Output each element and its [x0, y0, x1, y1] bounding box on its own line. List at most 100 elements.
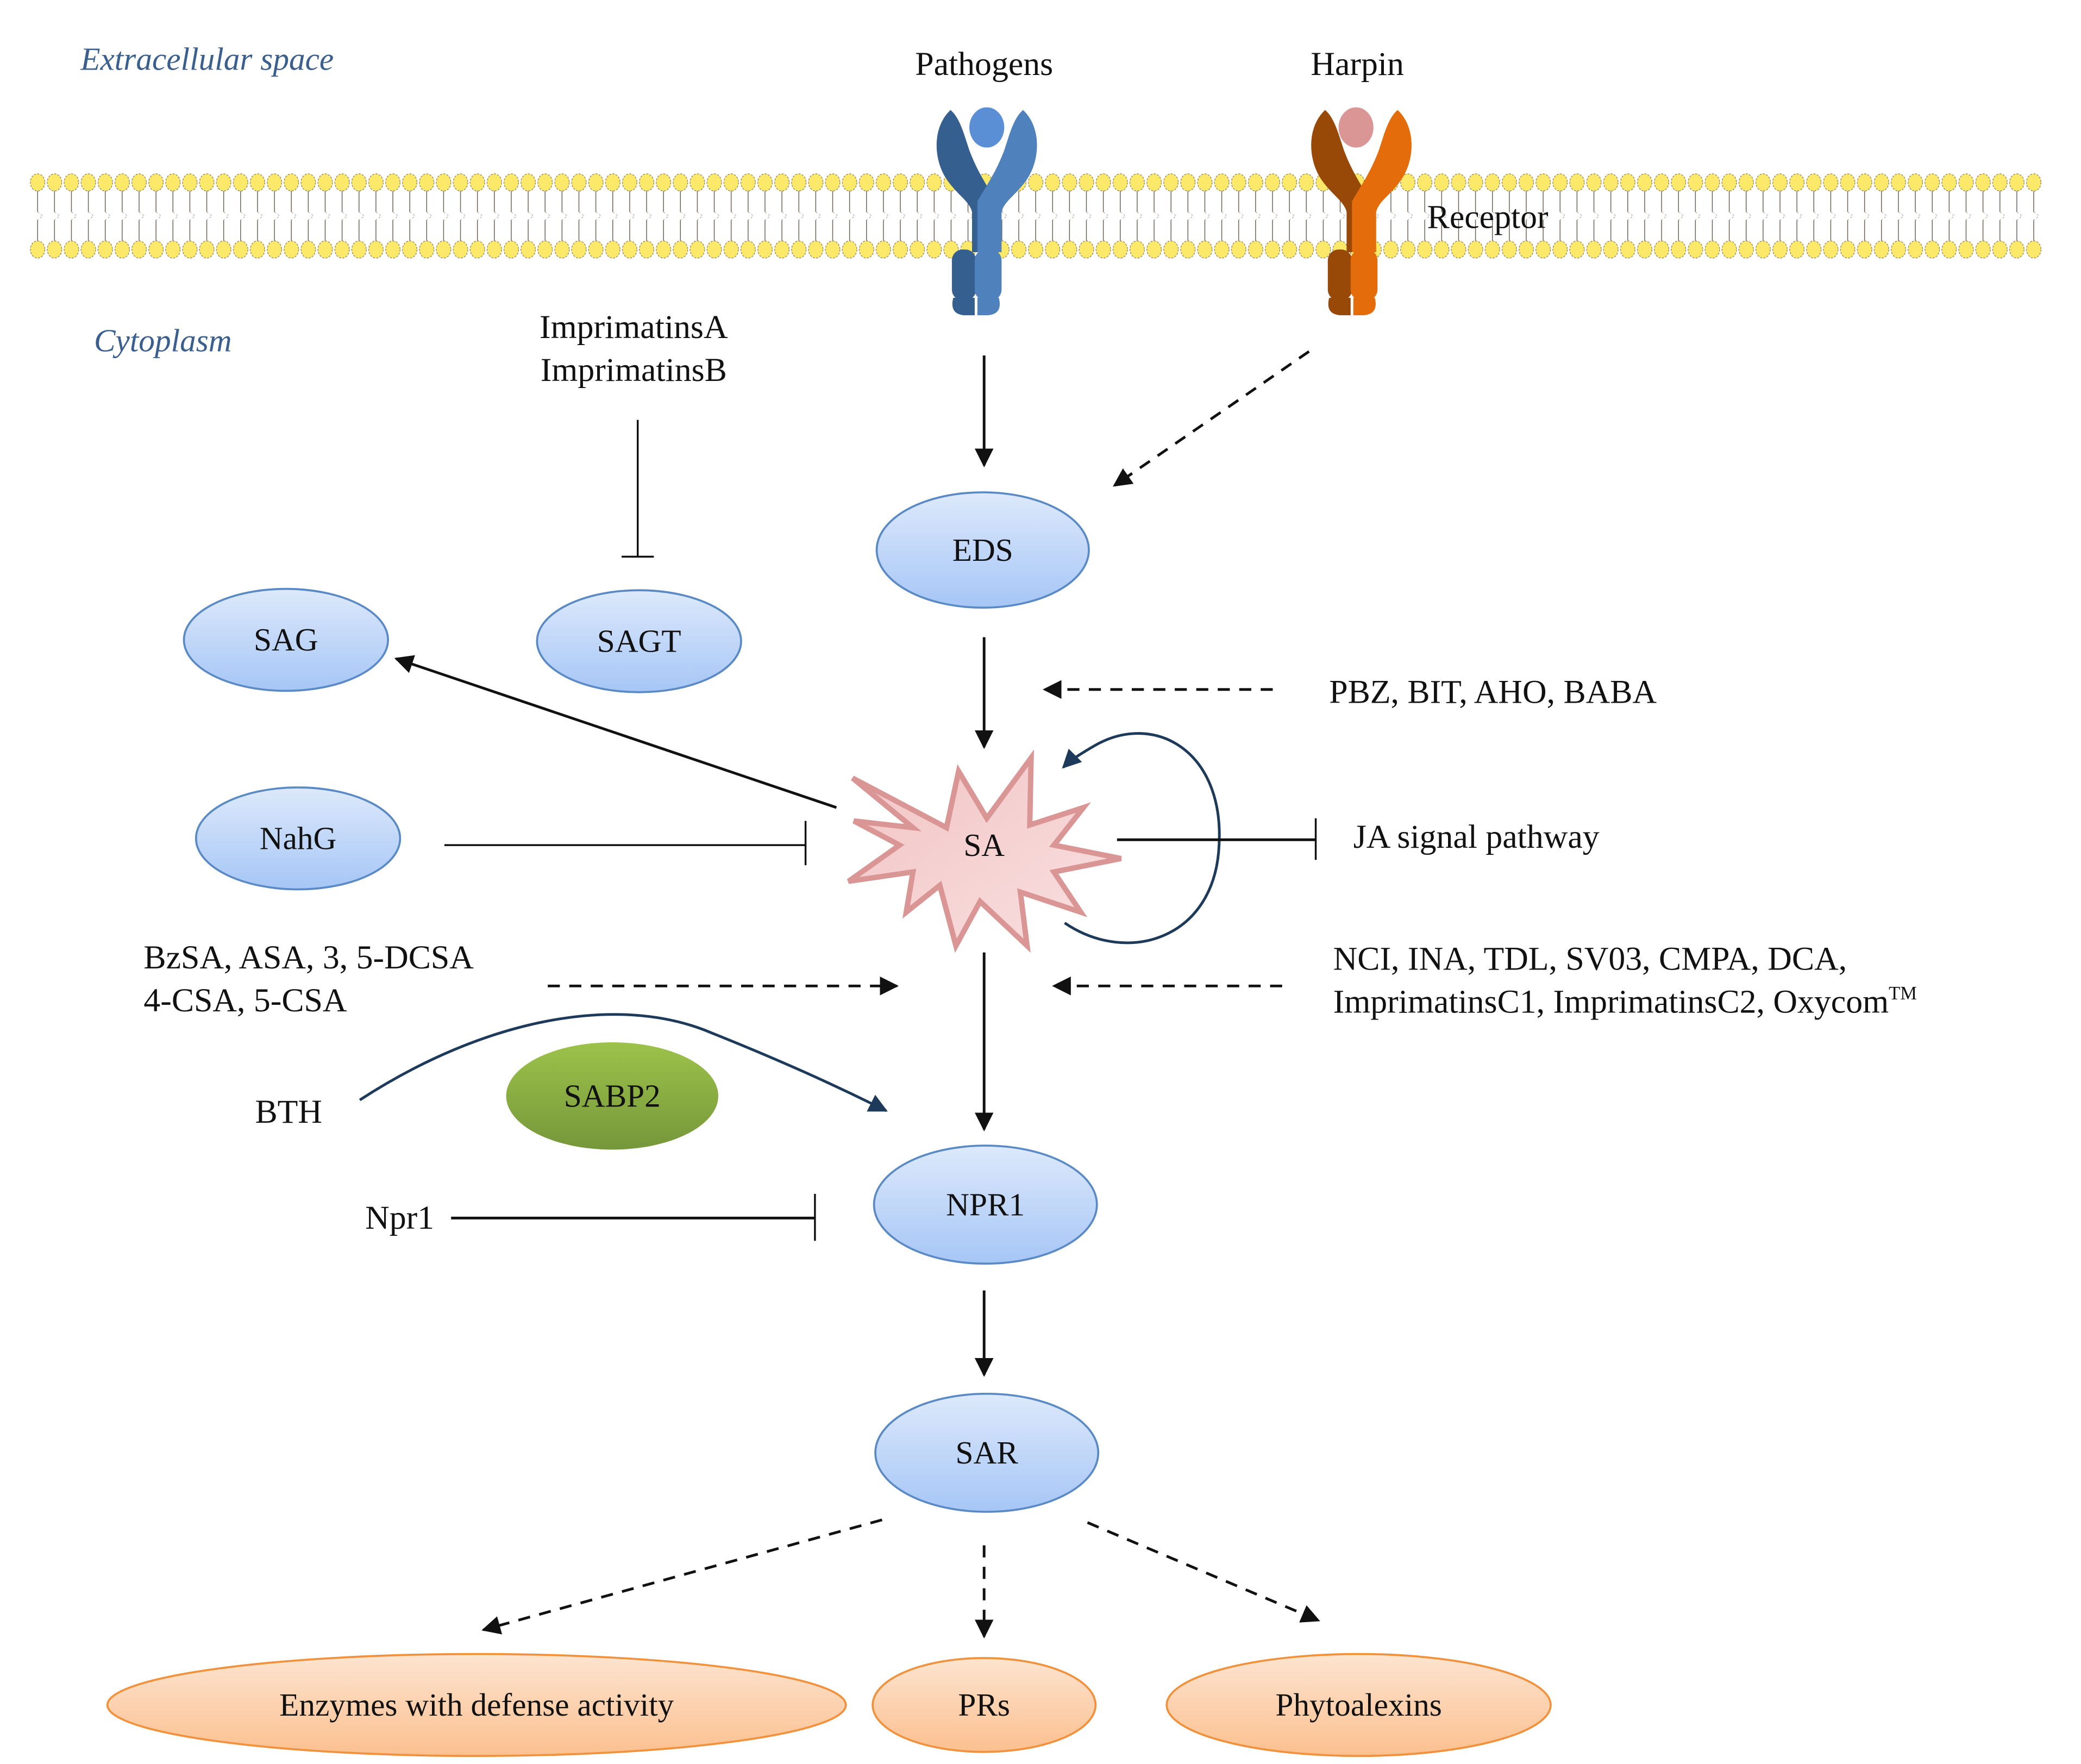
lipid-tail-kink: [1796, 211, 1803, 221]
phospholipid-head: [656, 173, 672, 192]
lipid-tail-kink: [680, 211, 687, 221]
sa-inhibit-ja-edge: [1117, 818, 1317, 860]
phospholipid-head: [233, 240, 248, 259]
phospholipid-head: [673, 240, 688, 259]
phospholipid-head: [1079, 240, 1094, 259]
phospholipid-head: [1637, 173, 1653, 192]
lipid-tail-kink: [375, 211, 382, 221]
phospholipid-head: [1857, 240, 1872, 259]
phospholipid-head: [1840, 240, 1856, 259]
phospholipid-head: [300, 240, 316, 259]
phospholipid-head: [317, 240, 333, 259]
phospholipid-head: [1248, 173, 1263, 192]
lipid-tail-kink: [1001, 211, 1008, 221]
sa-feedback-loop-arrow: [1062, 732, 1221, 944]
phospholipid-head: [1214, 173, 1230, 192]
lipid-tail-kink: [1610, 211, 1617, 221]
phospholipid-head: [1586, 240, 1602, 259]
bth-label: BTH: [255, 1093, 322, 1130]
phospholipid-head: [1129, 240, 1145, 259]
lipid-tail-kink: [54, 211, 61, 221]
phospholipid-head: [64, 240, 79, 259]
lipid-tail-kink: [1661, 211, 1668, 221]
lipid-tail-kink: [1407, 211, 1414, 221]
phospholipid-head: [1873, 240, 1889, 259]
phospholipid-head: [1975, 240, 1991, 259]
phospholipid-head: [892, 173, 908, 192]
phospholipid-head: [1400, 173, 1416, 192]
phospholipid-head: [1569, 240, 1585, 259]
phospholipid-head: [47, 173, 62, 192]
phospholipid-head: [1907, 240, 1923, 259]
phospholipid-head: [97, 173, 113, 192]
phospholipid-head: [1282, 240, 1298, 259]
phospholipid-head: [1095, 240, 1111, 259]
phospholipid-head: [791, 173, 807, 192]
lipid-tail-kink: [731, 211, 737, 221]
lipid-tail-kink: [1678, 211, 1685, 221]
phospholipid-head: [1451, 240, 1466, 259]
receptor-label: Receptor: [1427, 199, 1549, 236]
lipid-tail-kink: [190, 211, 196, 221]
phospholipid-head: [1535, 240, 1551, 259]
phospholipid-head: [1231, 173, 1246, 192]
lipid-tail-kink: [1932, 211, 1939, 221]
phospholipid-head: [249, 240, 266, 259]
sag-node-label: SAG: [254, 622, 318, 658]
lipid-tail-kink: [172, 211, 179, 221]
phospholipid-head: [1518, 173, 1534, 192]
phospholipid-head: [1062, 240, 1077, 259]
lipid-tail-kink: [1390, 211, 1397, 221]
lipid-tail-kink: [798, 211, 805, 221]
phospholipid-head: [1738, 173, 1754, 192]
phospholipid-head: [1451, 173, 1466, 192]
phospholipid-head: [673, 173, 688, 192]
phospholipid-head: [1603, 240, 1619, 259]
phospholipid-head: [774, 240, 790, 259]
phospholipid-head: [199, 173, 215, 192]
phospholipid-head: [284, 173, 299, 192]
phospholipid-head: [1146, 240, 1162, 259]
lipid-tail-kink: [155, 211, 162, 221]
lipid-tail-kink: [494, 211, 500, 221]
phospholipid-head: [80, 240, 96, 259]
phospholipid-head: [1197, 173, 1213, 192]
inducers-label-line2-text: ImprimatinsC1, ImprimatinsC2, Oxycom: [1333, 984, 1889, 1021]
harpin-to-eds-arrow: [1113, 350, 1310, 487]
pathogens-label: Pathogens: [915, 46, 1053, 83]
phospholipid-head: [1586, 173, 1602, 192]
phospholipid-head: [1704, 240, 1720, 259]
lipid-tail-kink: [544, 211, 551, 221]
phospholipid-head: [419, 173, 435, 192]
lipid-tail-kink: [1187, 211, 1194, 221]
lipid-tail-kink: [71, 211, 78, 221]
lipid-tail-kink: [1340, 211, 1346, 221]
phospholipid-head: [1671, 173, 1687, 192]
phospholipid-head: [266, 173, 283, 192]
phospholipid-head: [1518, 240, 1534, 259]
phospholipid-head: [148, 240, 164, 259]
phospholipid-head: [1975, 173, 1991, 192]
lipid-tail-kink: [1221, 211, 1228, 221]
phospholipid-head: [656, 240, 672, 259]
phospholipid-head: [520, 240, 536, 259]
phospholipid-head: [300, 173, 316, 192]
phospholipid-head: [723, 240, 739, 259]
phospholipid-head: [402, 240, 418, 259]
lipid-tail-kink: [122, 211, 128, 221]
lipid-tail-kink: [629, 211, 636, 221]
lipid-tail-kink: [849, 211, 856, 221]
phospholipid-head: [1721, 240, 1737, 259]
phospholipid-head: [825, 173, 841, 192]
phospholipid-head: [266, 240, 283, 259]
phospholipid-head: [638, 240, 655, 259]
lipid-tail-kink: [1695, 211, 1702, 221]
phospholipid-head: [926, 173, 942, 192]
imprimatins-b-label: ImprimatinsB: [541, 352, 727, 389]
enzymes-node-label: Enzymes with defense activity: [279, 1687, 674, 1723]
phospholipid-head: [1163, 173, 1179, 192]
phospholipid-head: [30, 240, 46, 259]
phospholipid-head: [858, 240, 874, 259]
lipid-tail-kink: [223, 211, 230, 221]
phospholipid-head: [1028, 240, 1044, 259]
